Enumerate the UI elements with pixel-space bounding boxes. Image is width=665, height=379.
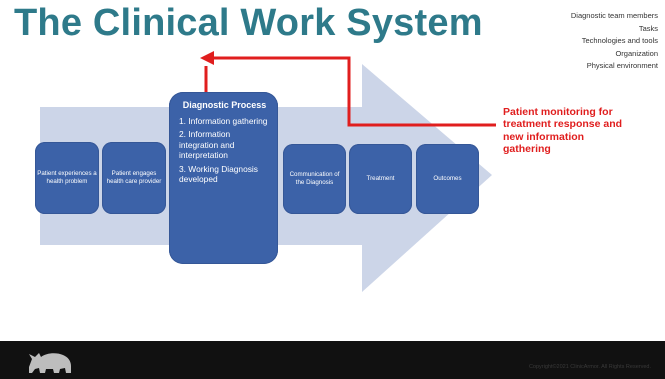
diagnostic-step-2: 2. Information integration and interpret…	[179, 129, 235, 161]
step-label: Patient engages health care provider	[106, 170, 162, 185]
step-patient-engages-provider: Patient engages health care provider	[102, 142, 166, 214]
diagnostic-step-1: 1. Information gathering	[179, 115, 268, 126]
component-tasks: Tasks	[638, 23, 658, 33]
feedback-loop-line	[214, 56, 496, 127]
diagnostic-process-box: Diagnostic Process 1. Information gather…	[169, 92, 278, 264]
rhino-logo-icon	[29, 353, 71, 373]
step-label: Patient experiences a health problem	[37, 170, 97, 185]
step-label: Outcomes	[433, 175, 462, 183]
step-patient-experiences-problem: Patient experiences a health problem	[35, 142, 99, 214]
feedback-label: Patient monitoring for treatment respons…	[503, 106, 623, 156]
step-label: Communication of the Diagnosis	[289, 171, 340, 186]
component-physical-environment: Physical environment	[586, 61, 658, 71]
component-team-members: Diagnostic team members	[570, 11, 658, 20]
component-technologies: Technologies and tools	[581, 36, 658, 46]
footer-bar	[0, 341, 665, 379]
copyright-text: Copyright©2021 ClinicArmor. All Rights R…	[528, 364, 651, 370]
diagnostic-process-title: Diagnostic Process	[182, 100, 267, 110]
work-system-components: Diagnostic team members Tasks Technologi…	[571, 10, 658, 73]
slide-title: The Clinical Work System	[14, 2, 483, 44]
step-treatment: Treatment	[349, 144, 412, 214]
step-label: Treatment	[366, 175, 395, 183]
feedback-arrowhead-left	[200, 51, 214, 65]
component-organization: Organization	[615, 48, 658, 58]
step-outcomes: Outcomes	[416, 144, 479, 214]
step-communication-of-diagnosis: Communication of the Diagnosis	[283, 144, 346, 214]
diagnostic-step-3: 3. Working Diagnosis developed	[179, 163, 258, 185]
